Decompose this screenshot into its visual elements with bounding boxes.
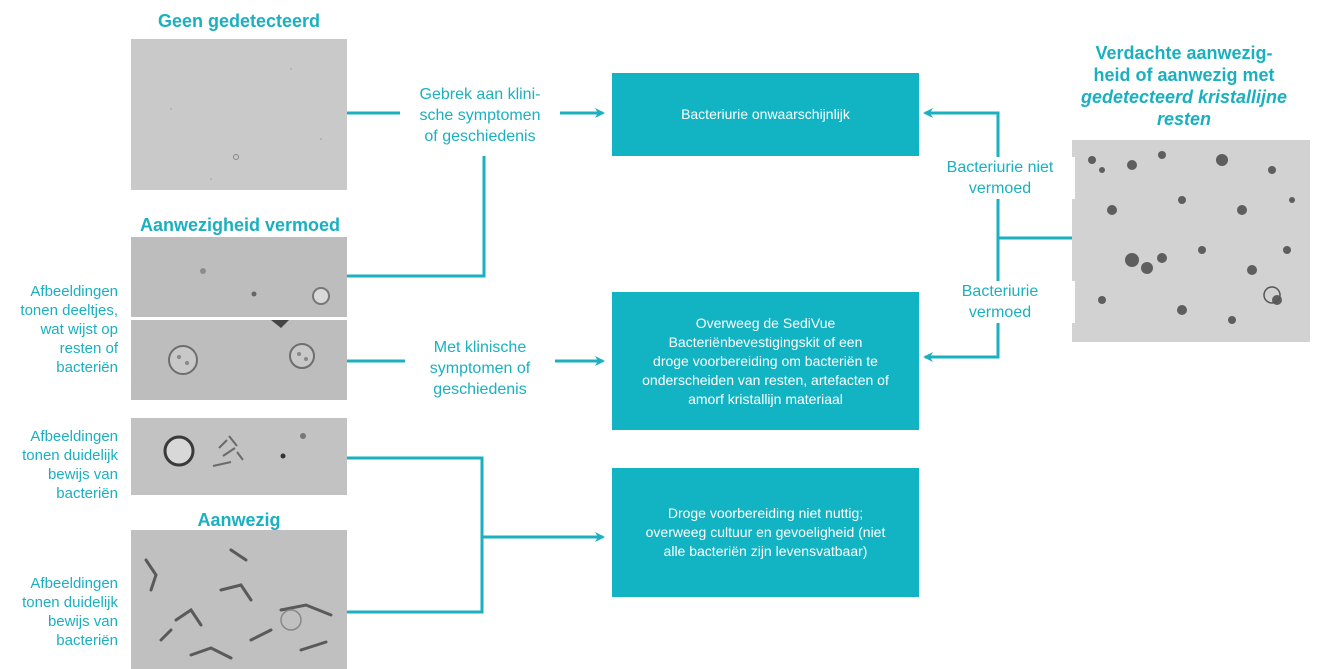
micrograph-suspected-1	[131, 237, 347, 317]
box-consider-sedivue: Overweeg de SediVue Bacteriënbevestiging…	[612, 292, 919, 430]
note-evidence-1: Afbeeldingen tonen duidelijk bewijs van …	[22, 428, 118, 502]
box-bacteriuria-unlikely: Bacteriurie onwaarschijnlijk	[612, 73, 919, 156]
edge-label-with-symptoms: Met klinische symptomen of geschiedenis	[405, 337, 555, 400]
line-evidence1	[347, 456, 484, 537]
heading-none: Geen gedetecteerd	[157, 11, 321, 31]
micrograph-suspected-2	[131, 320, 347, 400]
heading-suspected: Aanwezigheid vermoed	[139, 215, 341, 235]
arrow-right-to-consider	[923, 238, 1000, 362]
edge-label-suspected: Bacteriurie vermoed	[925, 281, 1075, 323]
heading-present: Aanwezig	[197, 510, 281, 530]
note-evidence-2: Afbeeldingen tonen duidelijk bewijs van …	[22, 575, 118, 649]
heading-right: Verdachte aanwezig- heid of aanwezig met…	[1080, 43, 1288, 129]
edge-label-not-suspected: Bacteriurie niet vermoed	[925, 157, 1075, 199]
micrograph-present-1	[131, 418, 347, 495]
micrograph-present-2	[131, 530, 347, 669]
line-suspected-up	[347, 156, 486, 278]
edge-label-no-symptoms: Gebrek aan klini- sche symptomen of gesc…	[400, 84, 560, 147]
note-particles: Afbeeldingen tonen deeltjes, wat wijst o…	[20, 283, 118, 376]
line-evidence2	[347, 537, 484, 614]
micrograph-none	[131, 39, 347, 190]
box-dry-prep-not-useful: Droge voorbereiding niet nuttig; overwee…	[612, 468, 919, 597]
micrograph-crystalline	[1072, 140, 1310, 342]
